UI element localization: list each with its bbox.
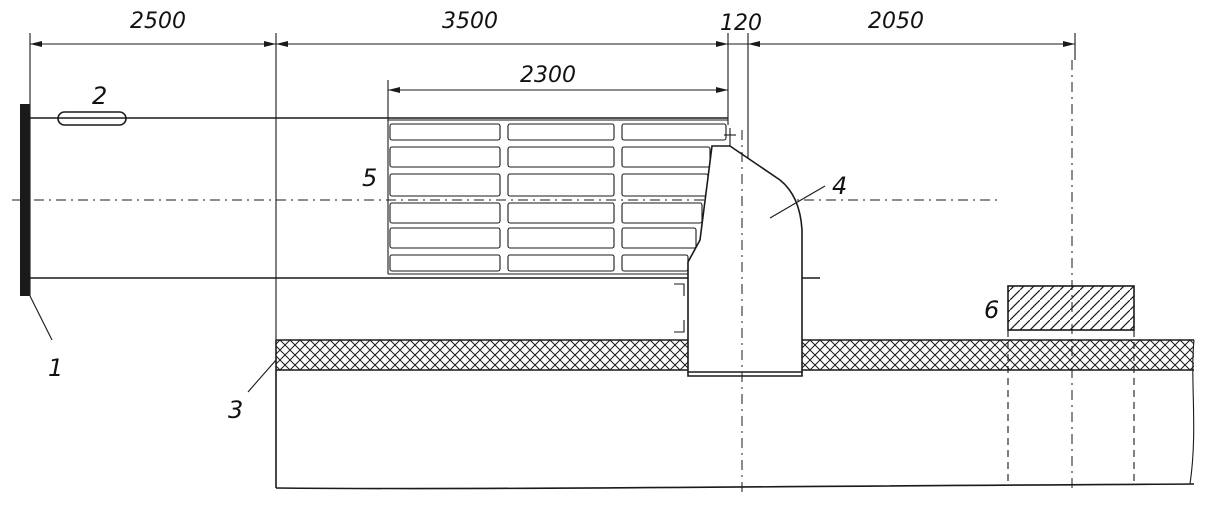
beam-lines [12,117,1000,279]
dimension-2500: 2500 [130,9,186,34]
dimension-lines [29,33,1076,340]
label-4: 4 [832,172,847,200]
item-5-grid [387,119,736,275]
label-6: 6 [984,296,999,324]
dimension-120: 120 [720,11,762,36]
dimension-2050: 2050 [868,9,924,34]
label-5: 5 [362,164,377,192]
item-4-unit [674,130,803,495]
dimension-2300: 2300 [520,63,576,88]
item-1-wall [20,104,31,296]
item-6-block [1007,60,1135,490]
label-2: 2 [92,82,107,110]
leader-lines [29,185,826,393]
label-1: 1 [48,354,63,382]
label-3: 3 [228,396,243,424]
item-2-lamp [57,111,127,126]
dimension-3500: 3500 [442,9,498,34]
